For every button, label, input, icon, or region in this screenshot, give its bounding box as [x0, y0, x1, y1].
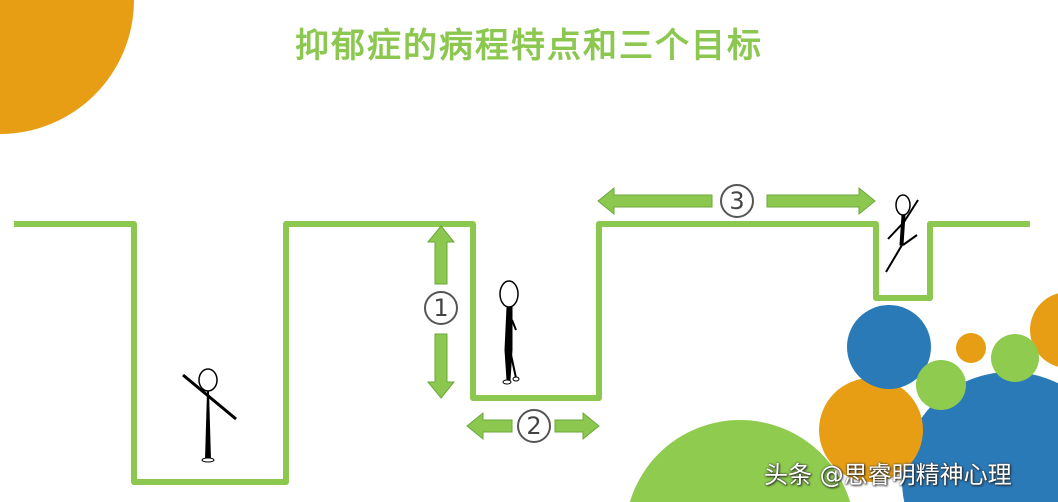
page-title: 抑郁症的病程特点和三个目标: [295, 26, 763, 66]
circle-blue-small: [847, 305, 931, 389]
course-line: [14, 221, 1030, 485]
circle-orange-topleft: [0, 0, 134, 134]
marker-1: 1: [424, 291, 458, 325]
marker-2: 2: [517, 409, 551, 443]
circle-green-small: [916, 360, 966, 410]
figure-waving-icon: [182, 368, 237, 463]
watermark: 头条 @思睿明精神心理: [764, 461, 1012, 489]
arrow-duration: [466, 411, 600, 441]
arrow-depth: [426, 225, 456, 399]
circle-orange-small: [956, 333, 986, 363]
arrow-stability: [597, 186, 876, 216]
marker-3: 3: [720, 184, 754, 218]
circle-orange-right: [1030, 293, 1058, 367]
circle-green-right: [991, 334, 1039, 382]
circle-green-large: [629, 420, 851, 502]
figure-walking-icon: [499, 280, 520, 385]
circle-orange-mid: [819, 378, 923, 482]
figure-running-icon: [885, 194, 919, 273]
